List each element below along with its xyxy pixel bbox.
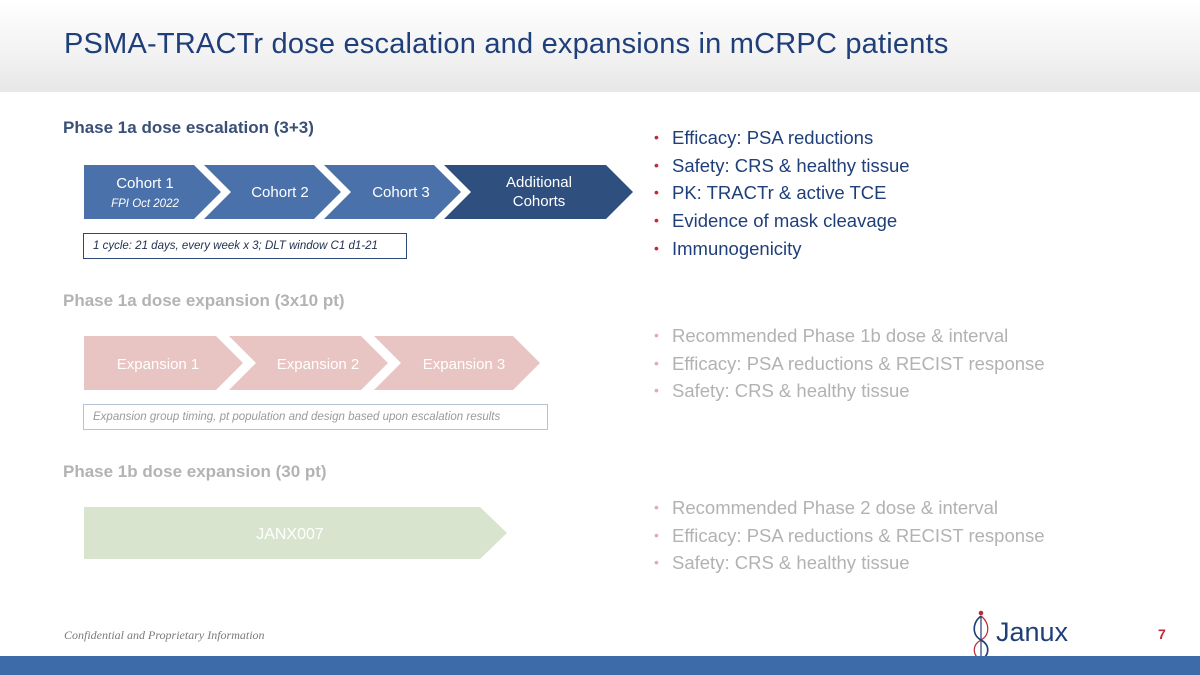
bullet-dot-icon: • <box>654 184 659 201</box>
cohort-1-chevron <box>84 165 221 219</box>
additional-cohorts-label-line2: Cohorts <box>513 193 566 210</box>
cohort-2-chevron <box>204 165 341 219</box>
page-number: 7 <box>1158 626 1166 642</box>
bullet-dot-icon: • <box>654 499 659 515</box>
list-item: • Safety: CRS & healthy tissue <box>654 152 910 180</box>
bullet-text: Recommended Phase 1b dose & interval <box>672 325 1009 346</box>
list-item: • Recommended Phase 1b dose & interval <box>654 322 1045 350</box>
janux-logo-icon <box>973 610 989 661</box>
bullet-dot-icon: • <box>654 239 659 256</box>
bullet-dot-icon: • <box>654 526 659 543</box>
confidential-notice: Confidential and Proprietary Information <box>64 628 265 642</box>
cohort-1-sublabel: FPI Oct 2022 <box>111 198 179 210</box>
slide-title: PSMA-TRACTr dose escalation and expansio… <box>64 28 949 60</box>
bullet-text: Efficacy: PSA reductions & RECIST respon… <box>672 524 1045 546</box>
cohort-3-label: Cohort 3 <box>372 184 430 201</box>
phase1a-escalation-heading: Phase 1a dose escalation (3+3) <box>63 118 314 137</box>
footer-bar <box>0 656 1200 675</box>
expansion-design-note: Expansion group timing, pt population an… <box>83 404 548 430</box>
bullet-text: Efficacy: PSA reductions <box>672 127 874 148</box>
bullet-text: Safety: CRS & healthy tissue <box>672 154 910 176</box>
expansion-2-chevron <box>229 336 388 390</box>
additional-cohorts-chevron <box>444 165 633 219</box>
cohort-1-label: Cohort 1 <box>116 175 174 192</box>
expansion-3-chevron <box>374 336 540 390</box>
additional-cohorts-label-line1: Additional <box>506 174 572 191</box>
bullet-dot-icon: • <box>654 156 659 173</box>
bullet-dot-icon: • <box>654 129 659 145</box>
expansion-1-chevron <box>84 336 243 390</box>
janx007-arrow <box>84 507 507 559</box>
expansion-chevron-row: Expansion 1 Expansion 2 Expansion 3 <box>84 336 540 390</box>
list-item: • Efficacy: PSA reductions & RECIST respo… <box>654 350 1045 378</box>
list-item: • Safety: CRS & healthy tissue <box>654 549 1045 577</box>
bullet-text: Safety: CRS & healthy tissue <box>672 552 910 574</box>
list-item: • Recommended Phase 2 dose & interval <box>654 494 1045 522</box>
phase1b-expansion-heading: Phase 1b dose expansion (30 pt) <box>63 462 327 481</box>
list-item: • Safety: CRS & healthy tissue <box>654 377 1045 405</box>
bullet-text: PK: TRACTr & active TCE <box>672 182 887 204</box>
bullet-text: Immunogenicity <box>672 237 802 259</box>
cohort-2-label: Cohort 2 <box>251 184 309 201</box>
bullet-dot-icon: • <box>654 327 659 343</box>
phase1b-bullet-list: • Recommended Phase 2 dose & interval • Ef… <box>654 494 1045 577</box>
expansion-1-label: Expansion 1 <box>117 356 200 373</box>
phase1a-expansion-heading: Phase 1a dose expansion (3x10 pt) <box>63 291 345 310</box>
list-item: • Evidence of mask cleavage <box>654 207 910 235</box>
expansion-bullet-list: • Recommended Phase 1b dose & interval • E… <box>654 322 1045 405</box>
cohort-3-chevron <box>324 165 461 219</box>
bullet-dot-icon: • <box>654 212 659 229</box>
expansion-3-label: Expansion 3 <box>423 356 506 373</box>
expansion-2-label: Expansion 2 <box>277 356 360 373</box>
list-item: • Efficacy: PSA reductions & RECIST respo… <box>654 522 1045 550</box>
title-band <box>0 0 1200 92</box>
list-item: • PK: TRACTr & active TCE <box>654 179 910 207</box>
list-item: • Immunogenicity <box>654 235 910 263</box>
bullet-text: Evidence of mask cleavage <box>672 210 898 232</box>
janux-logo-text: Janux <box>996 617 1069 647</box>
janx007-label: JANX007 <box>256 526 324 543</box>
bullet-dot-icon: • <box>654 354 659 371</box>
escalation-cycle-note: 1 cycle: 21 days, every week x 3; DLT wi… <box>83 233 407 259</box>
list-item: • Efficacy: PSA reductions <box>654 124 910 152</box>
bullet-text: Efficacy: PSA reductions & RECIST respon… <box>672 352 1045 374</box>
bullet-text: Safety: CRS & healthy tissue <box>672 380 910 402</box>
phase1b-arrow-group: JANX007 <box>84 507 507 559</box>
escalation-bullet-list: • Efficacy: PSA reductions • Safety: CRS &… <box>654 124 910 262</box>
bullet-text: Recommended Phase 2 dose & interval <box>672 497 998 518</box>
bullet-dot-icon: • <box>654 554 659 571</box>
escalation-chevron-row: Cohort 1 FPI Oct 2022 Cohort 2 Cohort 3 … <box>84 165 633 219</box>
bullet-dot-icon: • <box>654 382 659 399</box>
